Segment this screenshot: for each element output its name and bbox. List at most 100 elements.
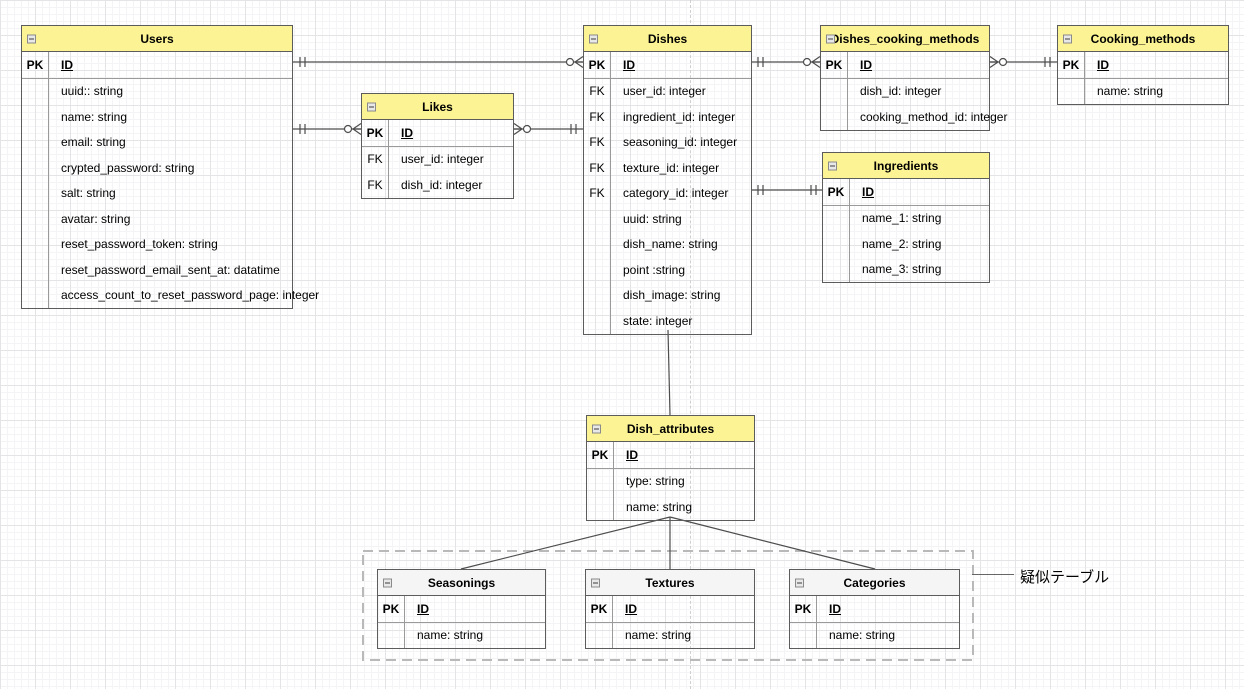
cardinality-zero-or-many-icon (565, 56, 584, 68)
table-row[interactable]: name: string (378, 622, 545, 648)
edge-users-dishes[interactable] (293, 52, 584, 72)
table-row[interactable]: name_3: string (823, 256, 989, 282)
entity-title: Dish_attributes (626, 421, 715, 436)
entity-users[interactable]: Users PK ID uuid:: string name: string e… (21, 25, 319, 309)
edge-dishes-dish-attributes[interactable] (659, 329, 681, 416)
table-row[interactable]: type: string (587, 468, 754, 494)
entity-dish-attributes-header[interactable]: Dish_attributes (587, 416, 754, 442)
table-row[interactable]: point :string (584, 257, 751, 283)
pseudo-table-annotation: 疑似テーブル (1020, 569, 1110, 586)
table-row[interactable]: name: string (586, 622, 754, 648)
collapse-icon[interactable] (826, 34, 835, 43)
table-row[interactable]: reset_password_email_sent_at: datatime (22, 257, 292, 283)
table-row[interactable]: dish_name: string (584, 231, 751, 257)
table-row[interactable]: state: integer (584, 308, 751, 334)
table-row[interactable]: avatar: string (22, 206, 292, 232)
key-cell (1058, 78, 1085, 104)
collapse-icon[interactable] (592, 424, 601, 433)
edge-dishes-dishes-cooking-methods[interactable] (752, 52, 821, 72)
table-row[interactable]: uuid:: string (22, 78, 292, 104)
table-row[interactable]: access_count_to_reset_password_page: int… (22, 282, 319, 308)
key-cell: PK (362, 120, 389, 146)
collapse-icon[interactable] (1063, 34, 1072, 43)
pseudo-table-group-box[interactable] (362, 550, 974, 661)
table-row[interactable]: name: string (587, 494, 754, 520)
table-row[interactable]: crypted_password: string (22, 155, 292, 181)
entity-categories-header[interactable]: Categories (790, 570, 959, 596)
edge-users-likes[interactable] (293, 119, 362, 139)
edge-dish-attributes-textures[interactable] (660, 517, 680, 569)
field-cell: ID (829, 601, 841, 616)
field-cell: crypted_password: string (61, 160, 195, 175)
entity-textures-header[interactable]: Textures (586, 570, 754, 596)
collapse-icon[interactable] (591, 578, 600, 587)
edge-dish-attributes-categories[interactable] (665, 515, 880, 571)
table-row[interactable]: name_1: string (823, 205, 989, 231)
collapse-icon[interactable] (367, 102, 376, 111)
field-cell: name_1: string (862, 211, 942, 226)
table-row[interactable]: email: string (22, 129, 292, 155)
table-row[interactable]: dish_image: string (584, 282, 751, 308)
table-row[interactable]: dish_id: integer (821, 78, 989, 104)
key-cell (823, 205, 850, 231)
table-row[interactable]: cooking_method_id: integer (821, 104, 1007, 130)
table-row[interactable]: reset_password_token: string (22, 231, 292, 257)
table-row[interactable]: name: string (1058, 78, 1228, 104)
table-row[interactable]: name_2: string (823, 231, 989, 257)
collapse-icon[interactable] (27, 34, 36, 43)
edge-likes-dishes[interactable] (513, 119, 583, 139)
edge-dishes-ingredients[interactable] (752, 180, 822, 200)
field-cell: dish_id: integer (401, 177, 483, 192)
entity-dishes-cooking-methods-header[interactable]: Dishes_cooking_methods (821, 26, 989, 52)
key-cell (22, 206, 49, 232)
entity-seasonings-header[interactable]: Seasonings (378, 570, 545, 596)
table-row[interactable]: salt: string (22, 180, 292, 206)
entity-ingredients-header[interactable]: Ingredients (823, 153, 989, 179)
entity-cooking-methods-header[interactable]: Cooking_methods (1058, 26, 1228, 52)
key-cell (22, 104, 49, 130)
edge-dish-attributes-seasonings[interactable] (455, 515, 677, 571)
collapse-icon[interactable] (589, 34, 598, 43)
key-cell: PK (586, 596, 613, 622)
key-cell (821, 78, 848, 104)
key-cell: PK (1058, 52, 1085, 78)
collapse-icon[interactable] (795, 578, 804, 587)
pk-row[interactable]: PK ID (22, 52, 292, 79)
collapse-icon[interactable] (828, 161, 837, 170)
table-row[interactable]: name: string (22, 104, 292, 130)
entity-dishes-header[interactable]: Dishes (584, 26, 751, 52)
edge-dishes-cooking-methods-cooking-methods[interactable] (989, 52, 1057, 72)
table-row[interactable]: name: string (790, 622, 959, 648)
field-cell: email: string (61, 135, 126, 150)
entity-likes-header[interactable]: Likes (362, 94, 513, 120)
entity-users-header[interactable]: Users (22, 26, 292, 52)
field-cell: cooking_method_id: integer (860, 109, 1008, 124)
collapse-icon[interactable] (383, 578, 392, 587)
table-row[interactable]: uuid: string (584, 206, 751, 232)
